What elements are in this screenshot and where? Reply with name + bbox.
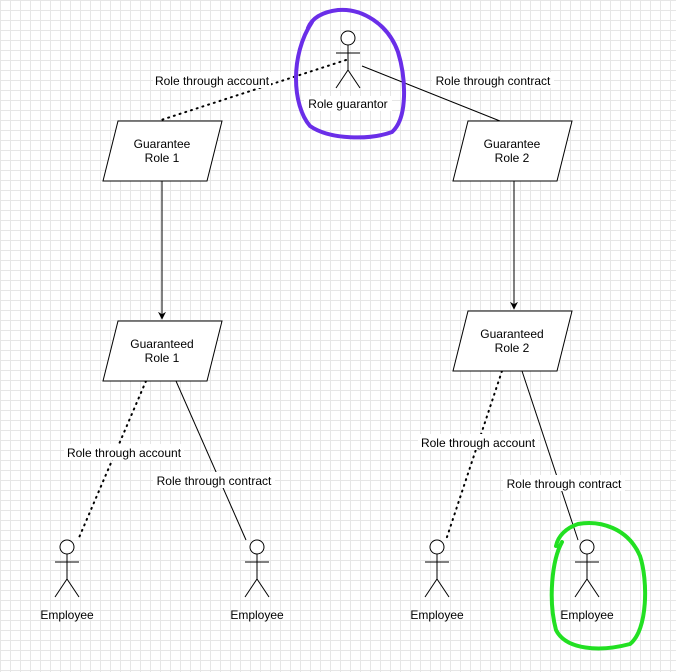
edge-guaranteed-1-to-employee-2[interactable] — [175, 380, 247, 541]
node-guarantee-role-1[interactable]: Guarantee Role 1 — [102, 120, 223, 182]
node-label-line1: Guaranteed — [480, 327, 543, 341]
node-label-line2: Role 2 — [495, 341, 530, 355]
actor-employee-4[interactable]: Employee — [560, 539, 614, 622]
edge-label-text: Role through contract — [436, 74, 551, 88]
highlight-circle-role-guarantor — [294, 7, 406, 140]
edge-guaranteed-2-to-employee-4[interactable] — [521, 370, 579, 541]
node-label-line1: Guarantee — [134, 137, 191, 151]
edge-label-text: Role through contract — [507, 477, 622, 491]
stick-figure-icon — [335, 30, 361, 89]
node-label-line1: Guaranteed — [130, 337, 193, 351]
node-guaranteed-role-1[interactable]: Guaranteed Role 1 — [102, 320, 223, 382]
node-label-line1: Guarantee — [484, 137, 541, 151]
node-guaranteed-role-2[interactable]: Guaranteed Role 2 — [452, 310, 573, 372]
edge-label-text: Role through account — [67, 446, 182, 460]
actor-label: Employee — [40, 608, 94, 622]
actor-role-guarantor[interactable]: Role guarantor — [304, 30, 392, 111]
actor-label: Employee — [560, 608, 614, 622]
edge-label-gd1-account: Role through account — [64, 444, 184, 460]
actor-employee-1[interactable]: Employee — [40, 539, 94, 622]
actor-label: Role guarantor — [308, 97, 387, 111]
edge-guarantor-to-guarantee-1[interactable] — [157, 59, 347, 122]
edge-guarantor-to-guarantee-2[interactable] — [361, 65, 501, 122]
stick-figure-icon — [424, 539, 450, 598]
edge-label-guarantor-account: Role through account — [153, 72, 271, 88]
edge-label-guarantor-contract: Role through contract — [432, 72, 554, 88]
actor-label: Employee — [410, 608, 464, 622]
edge-label-gd1-contract: Role through contract — [153, 472, 275, 488]
edge-guaranteed-1-to-employee-1[interactable] — [77, 380, 147, 541]
actor-employee-2[interactable]: Employee — [230, 539, 284, 622]
edge-label-text: Role through contract — [157, 474, 272, 488]
actor-employee-3[interactable]: Employee — [410, 539, 464, 622]
stick-figure-icon — [54, 539, 80, 598]
edge-label-text: Role through account — [421, 436, 536, 450]
node-label-line2: Role 1 — [145, 351, 180, 365]
edge-label-gd2-account: Role through account — [418, 434, 538, 450]
node-label-line2: Role 1 — [145, 151, 180, 165]
node-guarantee-role-2[interactable]: Guarantee Role 2 — [452, 120, 573, 182]
highlight-circle-employee — [549, 521, 648, 651]
node-label-line2: Role 2 — [495, 151, 530, 165]
edge-guaranteed-2-to-employee-3[interactable] — [445, 370, 503, 541]
edge-label-gd2-contract: Role through contract — [503, 475, 625, 491]
edge-label-text: Role through account — [155, 74, 270, 88]
stick-figure-icon — [574, 539, 600, 598]
actor-label: Employee — [230, 608, 284, 622]
stick-figure-icon — [244, 539, 270, 598]
